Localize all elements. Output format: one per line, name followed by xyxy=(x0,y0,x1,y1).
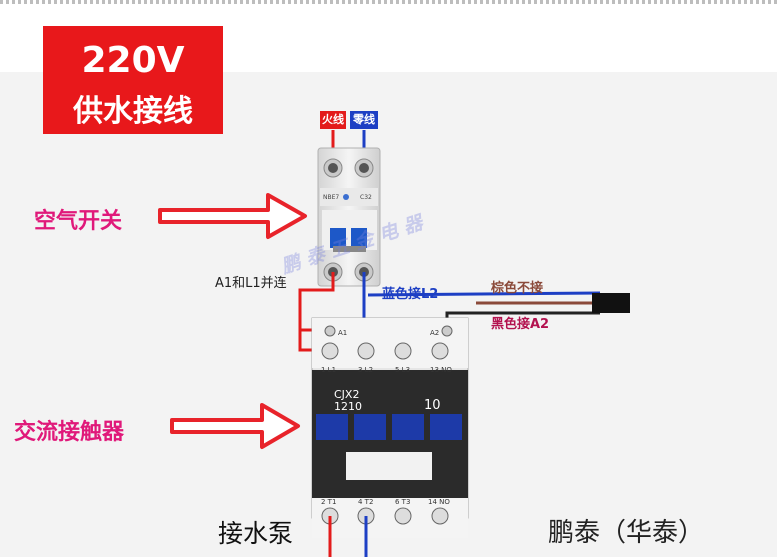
terminal-4-t2: 4 T2 xyxy=(358,498,373,506)
contactor-rating: 10 xyxy=(424,398,441,413)
title-box: 220V 供水接线 xyxy=(43,26,223,134)
terminal-13-no: 13 NO xyxy=(430,366,452,374)
terminal-6-t3: 6 T3 xyxy=(395,498,410,506)
neutral-tag: 零线 xyxy=(350,111,378,129)
terminal-1-l1: 1 L1 xyxy=(321,366,336,374)
brown-wire-note: 棕色不接 xyxy=(491,281,544,296)
arrow-breaker xyxy=(158,193,307,239)
ac-contactor: CJX2 1210 10 xyxy=(311,317,469,538)
top-dash-line xyxy=(0,0,777,4)
blue-wire-note: 蓝色接L2 xyxy=(382,287,439,302)
terminal-a1: A1 xyxy=(338,329,347,337)
arrow-contactor xyxy=(170,403,300,449)
brand-label: 鹏泰（华泰） xyxy=(548,518,705,548)
title-voltage: 220V xyxy=(81,40,185,81)
air-breaker: NBE7 C32 xyxy=(317,147,381,287)
pump-label: 接水泵 xyxy=(218,519,294,548)
terminal-14-no: 14 NO xyxy=(428,498,450,506)
terminal-2-t1: 2 T1 xyxy=(321,498,336,506)
title-subtitle: 供水接线 xyxy=(73,94,193,129)
breaker-rating-text: C32 xyxy=(360,194,372,201)
contactor-model: CJX2 xyxy=(334,388,359,401)
live-tag: 火线 xyxy=(320,111,346,129)
black-wire-note: 黑色接A2 xyxy=(491,317,550,332)
breaker-label: 空气开关 xyxy=(34,209,123,234)
terminal-a2: A2 xyxy=(430,329,439,337)
parallel-note: A1和L1并连 xyxy=(215,276,287,291)
pump-output-wires xyxy=(328,516,368,557)
breaker-model-text: NBE7 xyxy=(323,194,339,201)
contactor-label: 交流接触器 xyxy=(14,420,125,445)
terminal-3-l2: 3 L2 xyxy=(358,366,373,374)
terminal-5-l3: 5 L3 xyxy=(395,366,410,374)
contactor-code: 1210 xyxy=(334,400,362,413)
